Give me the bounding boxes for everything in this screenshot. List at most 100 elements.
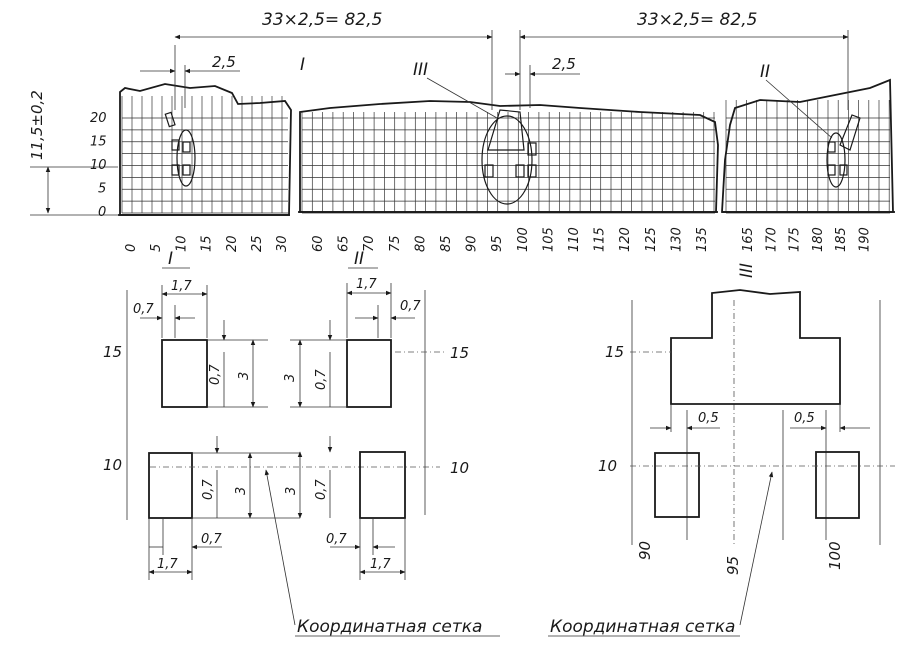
d2-v-h2-label: 3 [284, 487, 299, 495]
detail-1-pad-upper [161, 339, 208, 408]
detail-3: III 15 10 0,5 0,5 90 95 100 [598, 263, 895, 575]
y-tick-label: 5 [98, 182, 106, 197]
callouts: Координатная сетка Координатная сетка [264, 469, 774, 637]
y-tick-label: 10 [90, 158, 107, 173]
d1-v-off-label: 0,7 [208, 364, 223, 385]
mark-a-slant [164, 111, 176, 128]
x-tick-label: 0 [124, 244, 139, 252]
x-tick-label: 75 [388, 235, 403, 252]
grid-outline-a [119, 83, 292, 216]
x-tick-label: 190 [858, 227, 873, 252]
d2-w-top-label: 1,7 [356, 277, 377, 292]
x-tick-label: 180 [811, 227, 826, 252]
d1-row-10: 10 [103, 456, 122, 474]
d2-v-off-label: 0,7 [314, 369, 329, 390]
d1-v-h-label: 3 [237, 372, 252, 380]
x-tick-label: 15 [200, 235, 215, 252]
d3-col-100: 100 [826, 541, 844, 570]
detail-3-title: III [737, 263, 757, 278]
callout-left-leader [264, 469, 296, 626]
detail-3-pad-right [815, 451, 860, 519]
x-tick-label: 20 [225, 235, 240, 252]
d2-off-bot-label: 0,7 [326, 532, 347, 547]
x-tick-label: 25 [250, 235, 265, 252]
d1-v-h2-label: 3 [234, 487, 249, 495]
mark-a-3 [182, 141, 191, 153]
x-tick-label: 115 [593, 227, 608, 252]
pitch-left-label: 2,5 [212, 53, 236, 71]
mark-b-boss [487, 109, 525, 151]
x-tick-label: 125 [644, 227, 659, 252]
d3-col-95: 95 [724, 556, 742, 575]
roman-1-label: I [300, 55, 305, 75]
mark-a-4 [182, 164, 191, 176]
d3-gap-right-label: 0,5 [794, 411, 815, 426]
x-tick-label: 80 [413, 235, 428, 252]
d2-v-h-label: 3 [283, 374, 298, 382]
d2-w-bot-label: 1,7 [370, 557, 391, 572]
d1-row-15: 15 [103, 343, 122, 361]
grid-section-a [121, 96, 288, 214]
d2-row-10: 10 [450, 459, 469, 477]
mark-a-1 [171, 139, 180, 151]
d2-row-15: 15 [450, 344, 469, 362]
x-tick-label: 65 [337, 235, 352, 252]
x-tick-label: 95 [490, 235, 505, 252]
callout-left-text: Координатная сетка [297, 617, 482, 637]
x-tick-label: 90 [465, 235, 480, 252]
x-tick-label: 120 [618, 227, 633, 252]
y-tick-label: 20 [90, 111, 107, 126]
callout-ellipse-3 [481, 115, 533, 205]
x-tick-label: 105 [541, 227, 556, 252]
x-tick-label: 5 [149, 244, 164, 252]
x-tick-label: 70 [362, 235, 377, 252]
d3-row-15: 15 [605, 343, 624, 361]
span-right-label: 33×2,5= 82,5 [637, 10, 757, 30]
x-tick-label: 165 [741, 227, 756, 252]
d3-gap-left-label: 0,5 [698, 411, 719, 426]
callout-ellipse-2 [826, 132, 846, 188]
height-tolerance-label: 11,5±0,2 [28, 90, 46, 160]
grid-section-b [301, 112, 715, 214]
x-tick-label: 110 [567, 227, 582, 252]
x-tick-label: 10 [174, 235, 189, 252]
d1-off-top-label: 0,7 [133, 302, 154, 317]
x-tick-label: 185 [834, 227, 849, 252]
x-tick-label: 60 [311, 235, 326, 252]
d2-v-off2-label: 0,7 [314, 479, 329, 500]
d2-off-top-label: 0,7 [400, 299, 421, 314]
mark-b-1 [484, 164, 494, 178]
mark-a-2 [171, 164, 180, 176]
roman-2-label: II [760, 62, 770, 82]
grid-outline-b [299, 100, 719, 213]
x-tick-label: 130 [669, 227, 684, 252]
leader-3 [426, 77, 498, 119]
callout-right-leader [739, 471, 774, 626]
callout-right-text: Координатная сетка [550, 617, 735, 637]
leader-2 [765, 79, 833, 139]
detail-1-pad-lower [148, 452, 193, 519]
d1-off-bot-label: 0,7 [201, 532, 222, 547]
mark-b-2 [515, 164, 525, 178]
x-tick-label: 30 [275, 235, 290, 252]
x-tick-label: 85 [439, 235, 454, 252]
mark-c-slant [839, 114, 861, 151]
x-tick-label: 135 [695, 227, 710, 252]
x-tick-label: 175 [788, 227, 803, 252]
detail-1-title: I [168, 249, 173, 269]
pitch-mid-label: 2,5 [552, 55, 576, 73]
x-tick-label: 170 [764, 227, 779, 252]
d1-w-bot-label: 1,7 [157, 557, 178, 572]
d1-w-top-label: 1,7 [171, 279, 192, 294]
detail-2-title: II [354, 249, 364, 269]
detail-2-pad-upper [346, 339, 392, 408]
detail-3-boss [670, 289, 841, 405]
grid-section-c [725, 100, 890, 214]
detail-1: I 1,7 0,7 0,7 3 15 10 0,7 3 [103, 249, 440, 580]
span-left-label: 33×2,5= 82,5 [262, 10, 382, 30]
detail-2: II 1,7 0,7 3 0,7 15 10 3 0,7 0,7 [283, 249, 469, 580]
callout-ellipse-1 [176, 129, 196, 187]
d3-row-10: 10 [598, 457, 617, 475]
